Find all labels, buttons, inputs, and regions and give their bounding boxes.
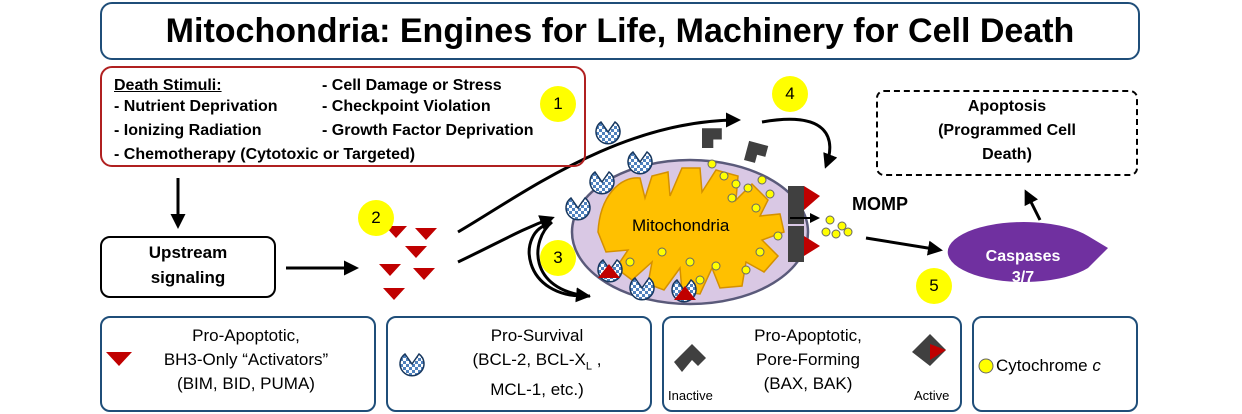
upstream-line1: Upstream <box>148 243 228 262</box>
legend-pore-line2: Pore-Forming <box>756 350 860 369</box>
legend-inactive-label: Inactive <box>668 388 713 403</box>
legend-active-label: Active <box>914 388 950 403</box>
arrow-momp-to-caspases <box>865 236 943 256</box>
step-number: 4 <box>785 84 795 103</box>
caspases-shape <box>947 222 1108 282</box>
step-number: 2 <box>371 208 381 227</box>
apoptosis-line3: Death) <box>982 146 1032 163</box>
title-box <box>100 2 1140 60</box>
arrow-cycle-3-head <box>536 220 591 303</box>
legend-pro-survival-text: Pro-Survival (BCL-2, BCL-XL , MCL-1, etc… <box>430 324 644 402</box>
arrow-caspases-to-apoptosis <box>1024 189 1042 221</box>
apoptosis-line1: Apoptosis <box>967 98 1047 115</box>
caspases-line1: Caspases <box>985 248 1061 265</box>
legend-cytochrome-box <box>972 316 1138 412</box>
apoptosis-line2: (Programmed Cell <box>938 122 1076 139</box>
legend-pro-survival-line2-sub: L <box>585 360 593 373</box>
legend-pore-line3: (BAX, BAK) <box>763 374 853 393</box>
step-number: 1 <box>553 94 563 113</box>
legend-pro-survival-line1: Pro-Survival <box>490 326 584 345</box>
legend-bh3-icon <box>106 352 132 366</box>
legend-pro-survival-box <box>386 316 652 412</box>
cytochrome-dots <box>625 159 853 285</box>
arrow-path-lower <box>457 215 555 264</box>
death-stimuli-heading: Death Stimuli: <box>114 77 222 94</box>
arrow-cycle-3 <box>527 222 591 298</box>
legend-cytochrome-label: Cytochrome <box>996 356 1093 375</box>
legend-pore-box <box>662 316 962 412</box>
step-number: 5 <box>929 276 939 295</box>
legend-bh3-line3: (BIM, BID, PUMA) <box>177 374 315 393</box>
caspases-line2: 3/7 <box>1011 269 1035 286</box>
upstream-label: Upstream signaling <box>100 240 276 290</box>
legend-bh3-line1: Pro-Apoptotic, <box>192 326 300 345</box>
step-circles <box>358 76 952 304</box>
stimulus-item: - Cell Damage or Stress <box>322 77 502 94</box>
legend-pro-survival-line2: (BCL-2, BCL-XL , <box>430 348 644 378</box>
baxbak-pore <box>788 186 820 262</box>
legend-pro-survival-line3: MCL-1, etc.) <box>490 380 584 400</box>
legend-bh3-line2: BH3-Only “Activators” <box>163 350 329 369</box>
page-title: Mitochondria: Engines for Life, Machiner… <box>165 12 1075 50</box>
stimulus-item: - Chemotherapy (Cytotoxic or Targeted) <box>114 146 416 163</box>
legend-pro-survival-line2-pre: (BCL-2, BCL-X <box>472 350 586 369</box>
bh3-cluster <box>379 226 437 300</box>
legend-active-icon <box>912 334 946 366</box>
legend-cytochrome-italic: c <box>1092 356 1101 375</box>
stimulus-item: - Checkpoint Violation <box>322 98 491 115</box>
upstream-line2: signaling <box>150 268 226 287</box>
mitochondria-label: Mitochondria <box>632 216 730 235</box>
upstream-box <box>100 236 276 298</box>
stimulus-item: - Nutrient Deprivation <box>114 98 278 115</box>
bound-bh3 <box>598 264 696 300</box>
stimulus-item: - Growth Factor Deprivation <box>322 122 534 139</box>
caspases-label: Caspases 3/7 <box>968 246 1078 288</box>
stimulus-item: - Ionizing Radiation <box>114 122 262 139</box>
mitochondria-cristae <box>597 167 785 295</box>
legend-bh3-box <box>100 316 376 412</box>
legend-pore-text: Pro-Apoptotic, Pore-Forming (BAX, BAK) <box>706 324 910 396</box>
legend-cytochrome-icon <box>978 358 994 374</box>
death-stimuli-box <box>100 66 586 167</box>
legend-pro-survival-line2-post: , <box>592 350 602 369</box>
apoptosis-label: Apoptosis (Programmed Cell Death) <box>876 95 1138 167</box>
legend-bh3-text: Pro-Apoptotic, BH3-Only “Activators” (BI… <box>128 324 364 396</box>
apoptosis-box <box>876 90 1138 176</box>
momp-label: MOMP <box>852 194 908 214</box>
arrow-step-4 <box>761 117 838 169</box>
legend-pore-line1: Pro-Apoptotic, <box>754 326 862 345</box>
legend-inactive-icon <box>674 344 706 372</box>
step-number: 3 <box>553 248 563 267</box>
legend-cytochrome-text: Cytochrome c <box>996 354 1101 378</box>
